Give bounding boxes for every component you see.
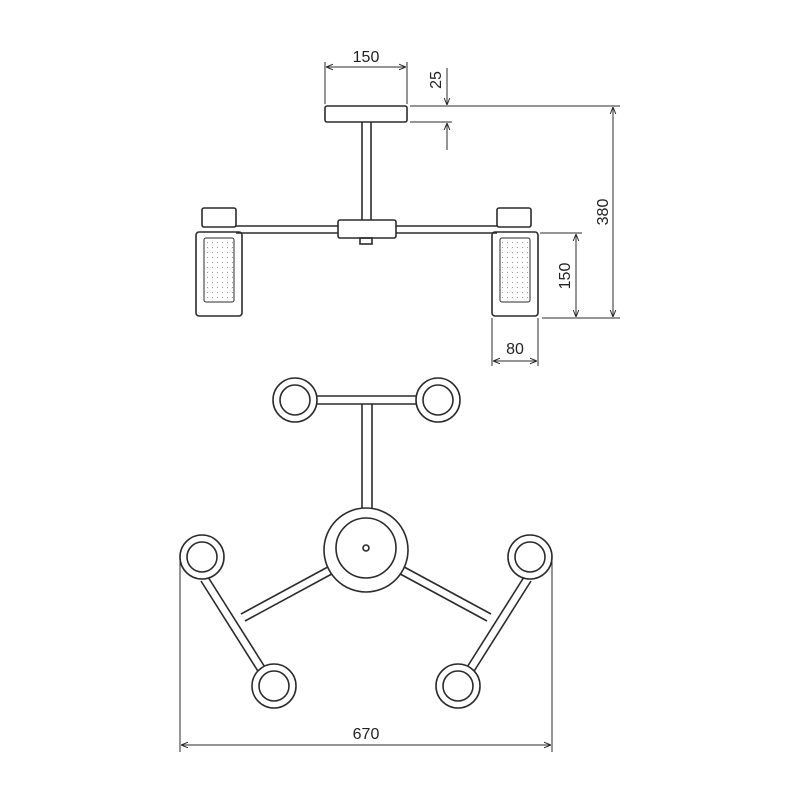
total-width-label: 670 [353, 726, 380, 743]
dimension-canopy-height: 25 [410, 68, 452, 150]
dimension-total-height: 380 [410, 105, 620, 319]
dimension-canopy-width: 150 [324, 49, 408, 104]
total-height-label: 380 [595, 199, 612, 226]
top-hub [323, 507, 409, 593]
side-view [195, 105, 539, 317]
right-lamp-shade [491, 231, 539, 317]
canopy [324, 105, 408, 123]
lamp-ring-mid-left [179, 534, 225, 580]
side-hub [337, 219, 397, 239]
right-lamp-glass [499, 237, 531, 303]
left-lamp-shade [195, 231, 243, 317]
canopy-height-label: 25 [428, 71, 445, 89]
lamp-ring-top-left [272, 377, 318, 423]
left-lamp-glass [203, 237, 235, 303]
lower-right-arm [390, 561, 532, 677]
lamp-ring-bottom-right [435, 663, 481, 709]
canopy-width-label: 150 [353, 49, 380, 66]
shade-height-label: 150 [557, 263, 574, 290]
top-center-rod [361, 404, 373, 518]
top-crossbar [308, 395, 423, 405]
lamp-ring-mid-right [507, 534, 553, 580]
left-lamp-cap [201, 207, 237, 228]
lower-left-arm [200, 561, 342, 677]
stem [361, 122, 372, 220]
dimension-total-width: 670 [179, 557, 553, 752]
lamp-ring-bottom-left [251, 663, 297, 709]
shade-width-label: 80 [506, 341, 524, 358]
dimension-shade-height: 150 [540, 232, 582, 317]
lamp-ring-top-right [415, 377, 461, 423]
dimension-shade-width: 80 [491, 318, 539, 366]
top-view [179, 377, 553, 709]
right-lamp [491, 207, 539, 317]
hub-bottom-cap [359, 237, 373, 245]
right-lamp-cap [496, 207, 532, 228]
left-lamp [195, 207, 243, 317]
